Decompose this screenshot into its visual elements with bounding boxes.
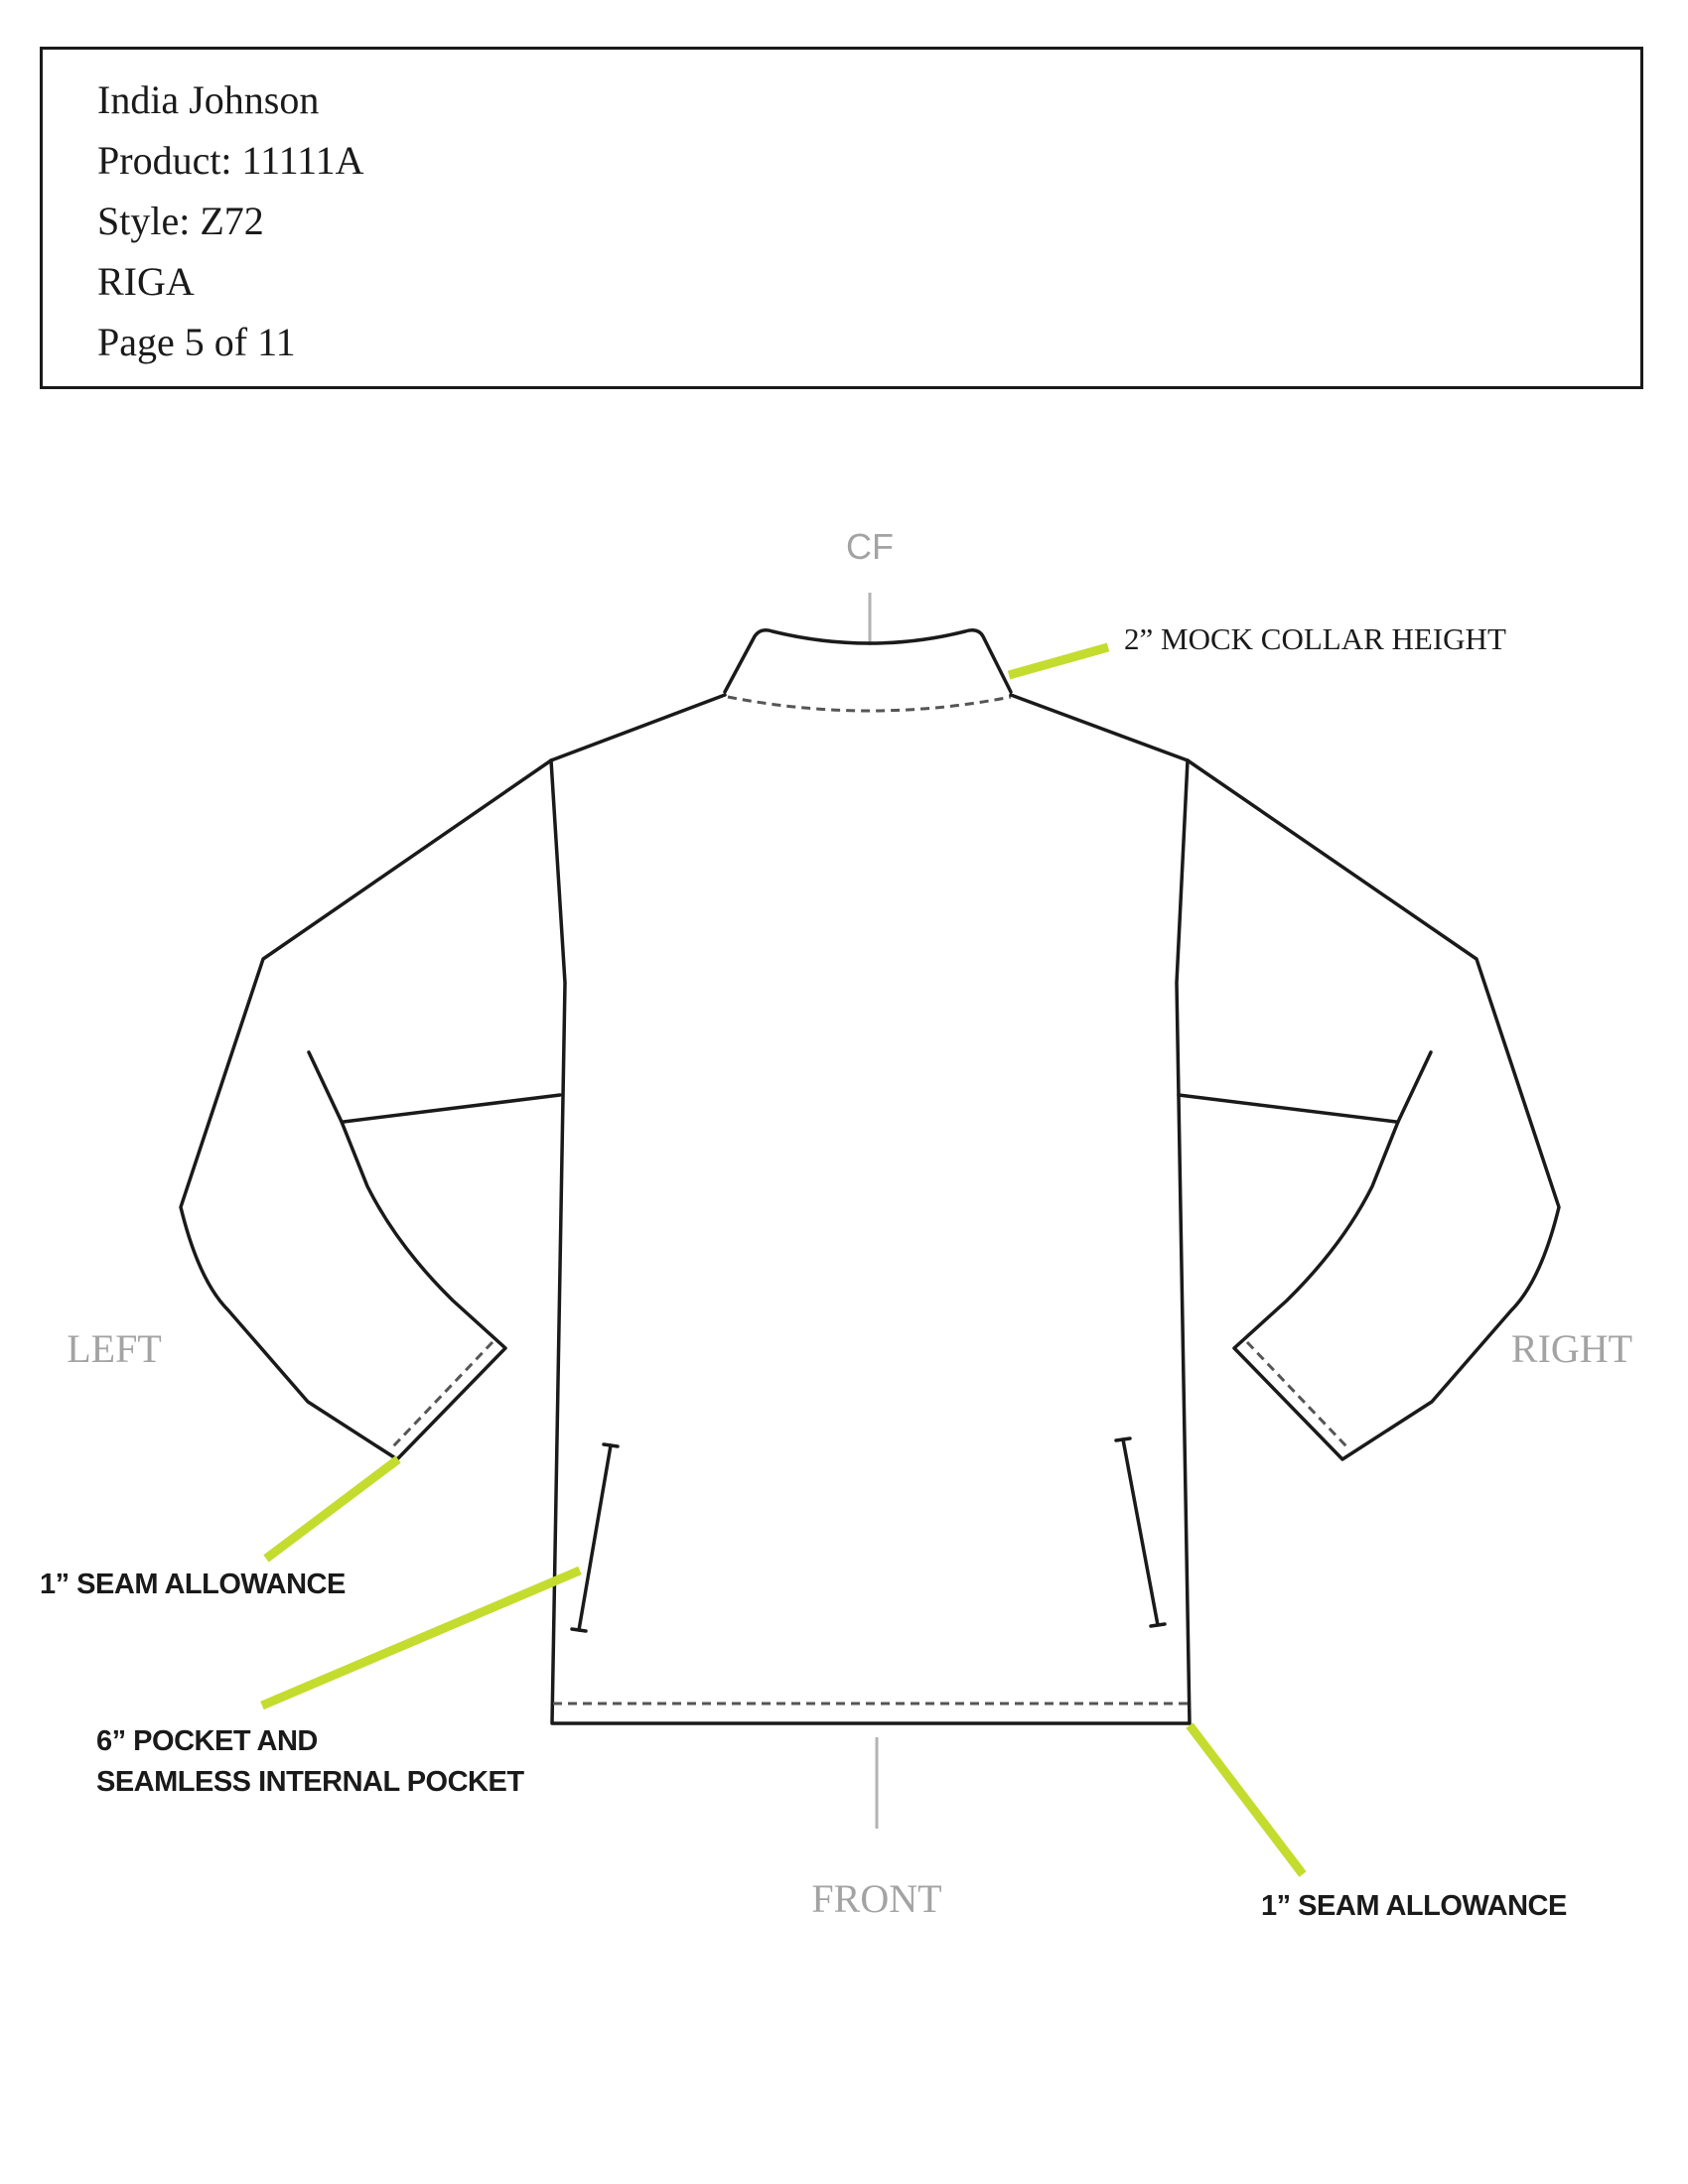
hem-leader-line: [1186, 1722, 1307, 1877]
front-label: FRONT: [811, 1876, 941, 1921]
right-sleeve-seam: [1177, 1093, 1398, 1124]
mock-collar: [723, 628, 1013, 694]
left-sleeve-pleat: [307, 1050, 344, 1124]
left-sleeve: [179, 758, 553, 1461]
collar-seam: [727, 695, 1012, 713]
style-number: Style: Z72: [97, 199, 264, 243]
jacket-body: [549, 758, 1192, 1725]
cuff-seam-callout: 1” SEAM ALLOWANCE: [40, 1569, 346, 1600]
right-sleeve-pleat: [1396, 1050, 1433, 1124]
designer-name: India Johnson: [97, 77, 320, 122]
right-pocket: [1114, 1436, 1167, 1628]
right-shoulder: [1009, 693, 1190, 762]
pocket-leader-line: [260, 1566, 582, 1710]
page-number: Page 5 of 11: [97, 320, 296, 364]
left-cuff-seam: [391, 1340, 494, 1448]
collar-leader-line: [1007, 642, 1110, 680]
header-box: India Johnson Product: 11111A Style: Z72…: [40, 47, 1643, 389]
left-pocket: [570, 1442, 620, 1633]
left-shoulder: [549, 693, 727, 762]
pocket-callout-line1: 6” POCKET AND: [96, 1725, 318, 1757]
product-number: Product: 11111A: [97, 138, 364, 183]
pocket-callout-line2: SEAMLESS INTERNAL POCKET: [96, 1766, 524, 1798]
left-sleeve-seam: [342, 1093, 562, 1124]
right-label: RIGHT: [1511, 1326, 1632, 1371]
hem-seam-callout: 1” SEAM ALLOWANCE: [1261, 1890, 1567, 1922]
cf-label: CF: [846, 526, 894, 567]
right-sleeve: [1186, 758, 1561, 1461]
cuff-leader-line: [263, 1455, 401, 1563]
left-label: LEFT: [67, 1326, 162, 1371]
right-cuff-seam: [1245, 1340, 1348, 1448]
collar-callout: 2” MOCK COLLAR HEIGHT: [1124, 621, 1506, 656]
product-name: RIGA: [97, 259, 195, 304]
